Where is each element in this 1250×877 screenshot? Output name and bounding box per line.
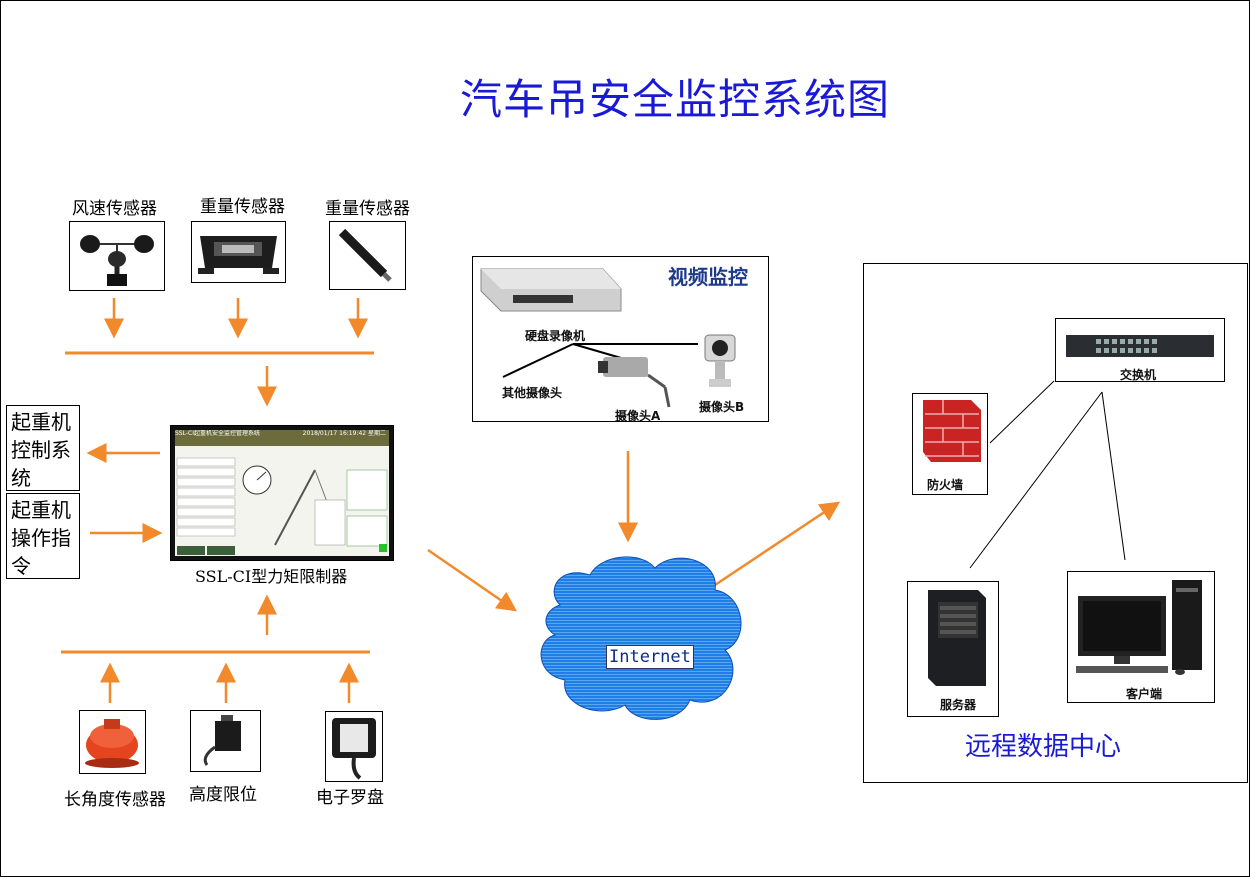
diagram-title: 汽车吊安全监控系统图 — [459, 75, 890, 124]
sensor-label-weight-1: 重量传感器 — [200, 197, 285, 217]
anemometer-icon — [69, 221, 165, 291]
sensor-label-height: 高度限位 — [189, 785, 257, 805]
remote-datacenter-box — [863, 263, 1248, 783]
switch-icon — [1066, 335, 1214, 357]
link-switch-server — [969, 391, 1103, 569]
load-cell-icon — [191, 221, 286, 283]
limiter-label: SSL-CI型力矩限制器 — [195, 567, 348, 586]
client-box: 客户端 — [1067, 571, 1215, 703]
datacenter-title: 远程数据中心 — [965, 732, 1122, 762]
link-switch-firewall — [989, 380, 1055, 444]
camera-a-label: 摄像头A — [615, 409, 661, 423]
dvr-label: 硬盘录像机 — [525, 329, 586, 343]
internet-label: Internet — [606, 645, 694, 669]
link-switch-client — [1101, 391, 1126, 561]
internet-cloud — [540, 556, 742, 720]
server-icon — [928, 590, 986, 686]
arrow-limiter-to-internet — [427, 548, 518, 612]
switch-label: 交换机 — [1120, 368, 1157, 382]
firewall-label: 防火墙 — [927, 478, 964, 492]
firewall-box: 防火墙 — [912, 393, 988, 495]
arrow-internet-to-datacenter — [714, 501, 841, 587]
compass-sensor-icon — [325, 711, 383, 782]
client-pc-icon — [1076, 580, 1202, 675]
camera-b-label: 摄像头B — [699, 400, 745, 414]
server-label: 服务器 — [940, 698, 977, 712]
sensor-label-angle: 长角度传感器 — [64, 790, 166, 810]
crane-operation-box: 起重机操作指令 — [6, 493, 80, 579]
screen-header: SSL-CI起重机安全监控管理系统 2018/01/17 16:19:42 星期… — [175, 430, 389, 446]
video-monitor-panel: 视频监控 硬盘录像机 其他摄像头 摄像头A 摄像头B — [472, 256, 769, 423]
sensor-label-weight-2: 重量传感器 — [325, 199, 410, 219]
sensor-label-wind: 风速传感器 — [72, 199, 157, 219]
dvr-icon — [480, 268, 736, 408]
server-box: 服务器 — [907, 581, 999, 717]
sensor-label-compass: 电子罗盘 — [316, 788, 384, 808]
other-cameras-label: 其他摄像头 — [502, 386, 563, 400]
switch-box: 交换机 — [1055, 318, 1225, 382]
crane-control-box: 起重机控制系统 — [6, 405, 80, 491]
client-label: 客户端 — [1126, 687, 1163, 701]
weight-pin-sensor-icon — [329, 221, 406, 290]
angle-sensor-icon — [79, 710, 146, 774]
video-title: 视频监控 — [668, 265, 748, 289]
limiter-screen: SSL-CI起重机安全监控管理系统 2018/01/17 16:19:42 星期… — [170, 425, 394, 561]
firewall-icon — [923, 400, 981, 462]
height-limit-switch-icon — [190, 710, 261, 772]
